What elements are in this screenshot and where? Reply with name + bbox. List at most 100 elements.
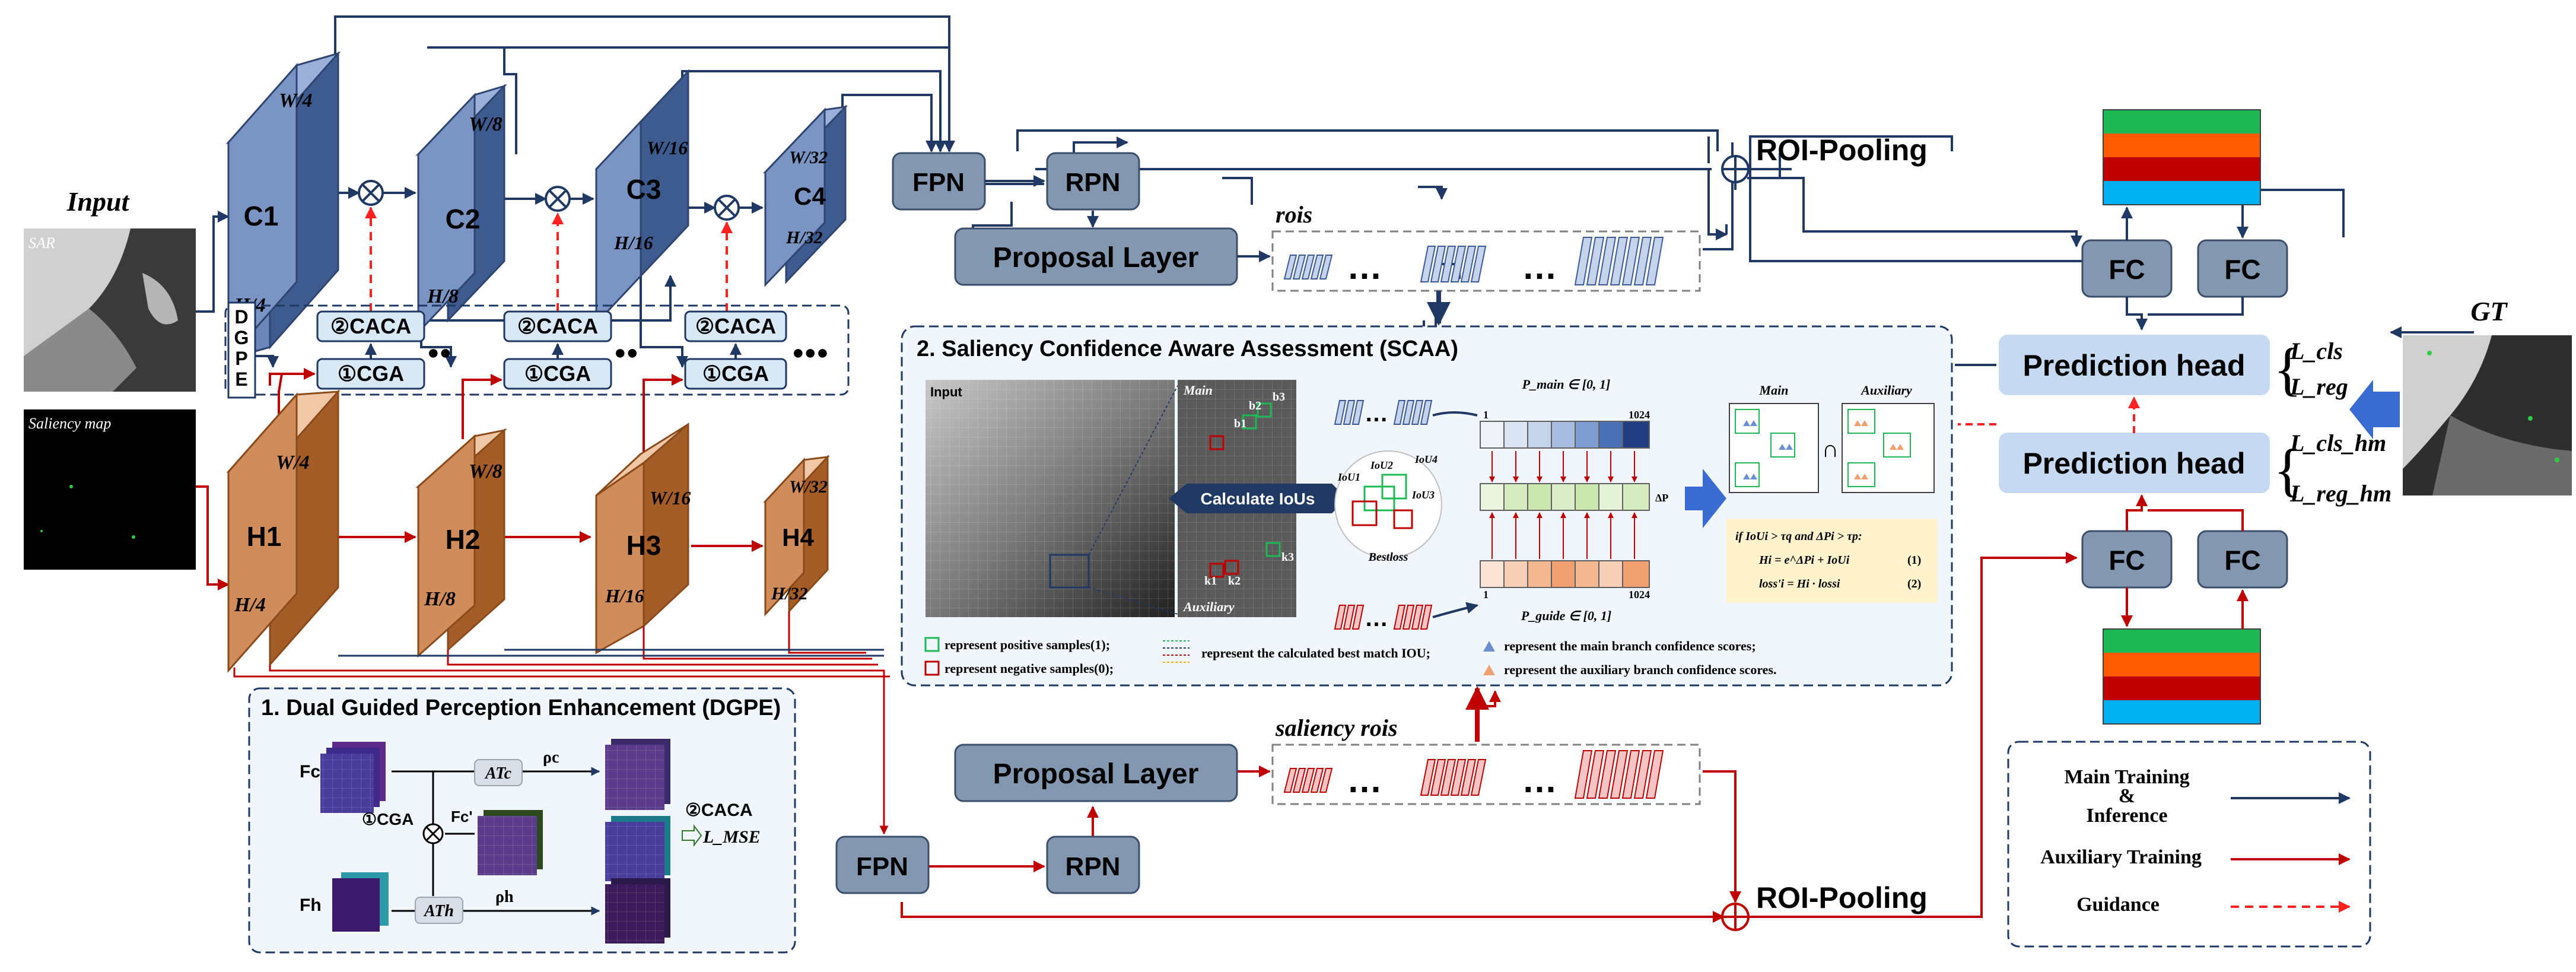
dgpe-atc-box: ATc: [474, 759, 523, 786]
set-main-triangles: [1743, 420, 1793, 479]
cga-caca-links: [365, 343, 742, 359]
h2-block: H2 W/8 H/8: [415, 428, 508, 658]
formula-eq1: Hi = e^ΔPi + IoUi: [1758, 554, 1850, 567]
stripe-block-bottom: [2103, 628, 2261, 725]
best-loss-label: Bestloss: [1368, 551, 1408, 564]
formula-eq2-num: (2): [1907, 577, 1921, 590]
dgpe-fc-label: Fc: [300, 762, 320, 782]
scaa-input-image: [926, 380, 1175, 617]
legend-inference: Inference: [2086, 805, 2167, 827]
iou3-label: IoU3: [1411, 489, 1435, 501]
dgpe-letter: P: [235, 348, 247, 369]
sar-label: SAR: [28, 234, 55, 252]
roi-pooling-bottom-label: ROI-Pooling: [1756, 881, 1928, 914]
caca-label-2: ②CACA: [517, 314, 598, 338]
proposal-layer-top[interactable]: Proposal Layer: [954, 227, 1238, 286]
rois-stack: [1283, 237, 1664, 285]
dgpe-caca-label: ②CACA: [685, 801, 753, 820]
leg-aux: represent the auxiliary branch confidenc…: [1504, 662, 1777, 677]
dgpe-fc-prime: Fc': [451, 808, 473, 825]
fc-bottom-right[interactable]: FC: [2197, 530, 2288, 589]
prediction-head-aux-label: Prediction head: [2022, 447, 2245, 480]
cga-label-1: ①CGA: [338, 361, 404, 386]
rpn-top[interactable]: RPN: [1046, 152, 1140, 211]
c2-label: C2: [446, 204, 481, 234]
cga-label-3: ①CGA: [702, 361, 769, 386]
gt-label: GT: [2470, 296, 2508, 326]
rpn-bottom[interactable]: RPN: [1046, 836, 1140, 894]
intersect-symbol: ∩: [1822, 436, 1839, 462]
c3-h: H/16: [613, 232, 653, 253]
saliency-rois-label: saliency rois: [1275, 714, 1398, 741]
dgpe-letter: G: [234, 327, 249, 348]
h3-label: H3: [626, 530, 662, 561]
proposal-layer-bottom-label: Proposal Layer: [993, 758, 1199, 790]
dots-3: ●●●: [792, 341, 829, 364]
c4-block: C4 W/32 H/32: [762, 104, 848, 287]
fc-bottom-right-label: FC: [2224, 545, 2260, 576]
scaa-k1: k1: [1204, 574, 1217, 587]
legend-box: [2007, 741, 2371, 948]
fc-bottom-lines: [2121, 494, 2249, 629]
delta-p-label: ΔP: [1655, 492, 1668, 504]
best-loss-diagram: Bestloss IoU1 IoU2 IoU3 IoU4: [1334, 450, 1442, 564]
h3-h: H/16: [605, 585, 644, 606]
leg-main: represent the main branch confidence sco…: [1504, 639, 1756, 653]
fc-bottom-left-label: FC: [2108, 545, 2145, 576]
loss-reg-hm: L_reg_hm: [2289, 480, 2391, 507]
gt-arrow: [2349, 380, 2400, 439]
fc-top-right[interactable]: FC: [2197, 239, 2288, 298]
dgpe-fh-label: Fh: [300, 895, 322, 915]
rois-box: [1271, 230, 1701, 292]
set-main-items: [1735, 409, 1795, 487]
svg-text:{: {: [2273, 336, 2302, 402]
scaa-input-label: Input: [930, 385, 962, 399]
formula-eq1-num: (1): [1907, 554, 1921, 567]
c1-label: C1: [244, 201, 279, 231]
c1-block: C1 W/4 H/4: [225, 51, 341, 361]
c4-label: C4: [794, 182, 826, 210]
h3-w: W/16: [650, 487, 691, 509]
gt-image: [2403, 335, 2572, 495]
p-guide-end: 1024: [1629, 589, 1650, 601]
fpn-top[interactable]: FPN: [892, 152, 986, 211]
leg-pos-swatch: [924, 637, 940, 652]
iou2-label: IoU2: [1370, 459, 1393, 471]
formula-cond: if IoUi > τq and ΔPi > τp:: [1735, 530, 1862, 543]
loss-main: { L_cls L_reg: [2273, 336, 2348, 402]
c3-label: C3: [626, 174, 662, 205]
scaa-zoom-lines: [1088, 385, 1178, 615]
fc-bottom-left[interactable]: FC: [2081, 530, 2173, 589]
h1-label: H1: [247, 521, 282, 552]
dots-1: ●●: [427, 341, 451, 364]
loss-cls: L_cls: [2289, 338, 2343, 364]
saliency-rois-stack: [1283, 750, 1664, 799]
rpn-top-label: RPN: [1066, 168, 1121, 197]
proposal-layer-bottom[interactable]: Proposal Layer: [954, 744, 1238, 802]
cga-label-2: ①CGA: [524, 361, 591, 386]
dgpe-letter: D: [234, 306, 248, 328]
dgpe-rho-h: ρh: [495, 888, 514, 906]
caca-label-3: ②CACA: [695, 314, 776, 338]
c4-w: W/32: [789, 148, 828, 167]
prediction-head-aux[interactable]: Prediction head: [1999, 433, 2270, 493]
main-bundle-lines: [338, 649, 884, 657]
legend-main-training: Main Training: [2064, 766, 2189, 788]
fc-top-left[interactable]: FC: [2081, 239, 2173, 298]
dgpe-cga-label: ①CGA: [362, 810, 414, 828]
dgpe-out-mid: [605, 816, 670, 881]
leg-aux-swatch: [1483, 665, 1495, 675]
set-aux-items: [1847, 409, 1911, 487]
dgpe-module-band: [224, 304, 850, 396]
legend-aux-training: Auxiliary Training: [2040, 846, 2202, 868]
prediction-head-main[interactable]: Prediction head: [1999, 335, 2270, 395]
dgpe-mse-label: L_MSE: [702, 827, 761, 847]
saliency-rois-box: [1271, 744, 1701, 805]
saliency-map-image: Saliency map: [24, 409, 196, 570]
prediction-head-main-label: Prediction head: [2022, 349, 2245, 382]
fpn-bottom[interactable]: FPN: [835, 836, 930, 894]
scaa-big-arrow-icon: [1685, 469, 1726, 528]
scaa-title: 2. Saliency Confidence Aware Assessment …: [917, 336, 1458, 361]
saliency-rois-ellipsis-1: …: [1347, 760, 1382, 800]
dgpe-atc-label: ATc: [484, 764, 512, 783]
